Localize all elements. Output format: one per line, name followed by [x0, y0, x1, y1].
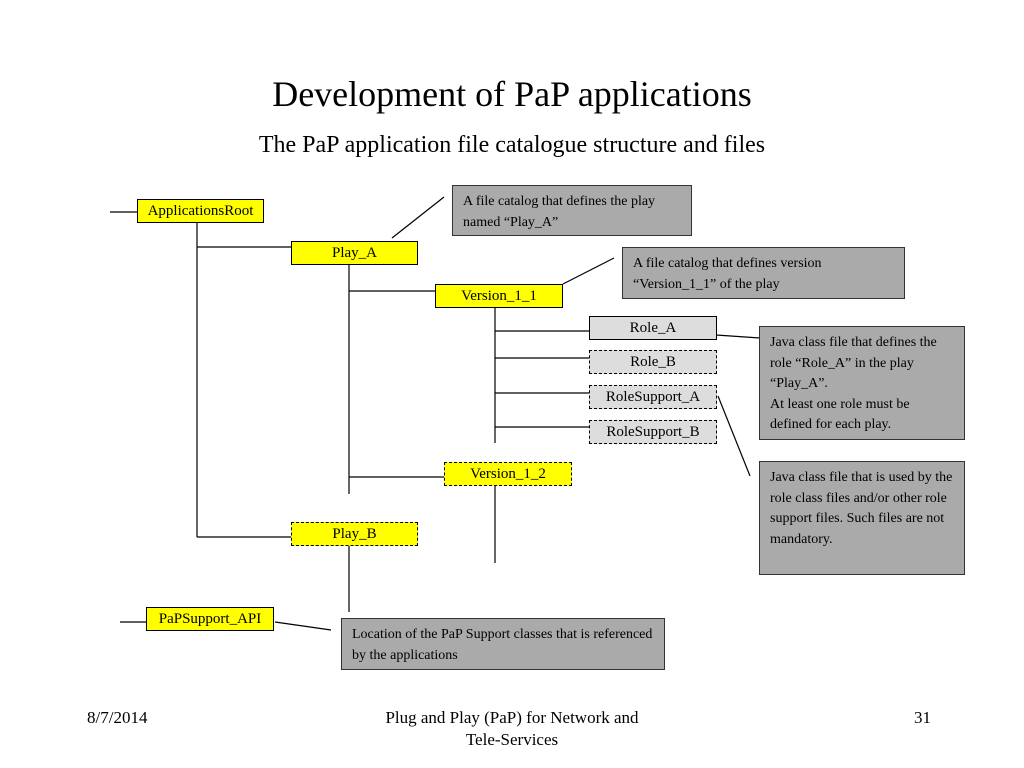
- note-role-support: Java class file that is used by the role…: [759, 461, 965, 575]
- node-version-1-2[interactable]: Version_1_2: [444, 462, 572, 486]
- note-role-class: Java class file that defines the role “R…: [759, 326, 965, 440]
- node-role-b[interactable]: Role_B: [589, 350, 717, 374]
- note-play-catalog: A file catalog that defines the play nam…: [452, 185, 692, 236]
- note-support-location-text: Location of the PaP Support classes that…: [352, 627, 653, 663]
- callout-version-1-1: [562, 257, 615, 285]
- slide-subtitle: The PaP application file catalogue struc…: [258, 132, 766, 158]
- callout-role-a: [715, 334, 761, 339]
- footer-center: Plug and Play (PaP) for Network and Tele…: [312, 707, 712, 751]
- node-applications-root[interactable]: ApplicationsRoot: [137, 199, 264, 223]
- note-version-catalog: A file catalog that defines version “Ver…: [622, 247, 905, 299]
- node-role-support-b[interactable]: RoleSupport_B: [589, 420, 717, 444]
- note-role-class-text: Java class file that defines the role “R…: [770, 335, 937, 391]
- callout-support-api: [274, 621, 332, 631]
- node-role-a[interactable]: Role_A: [589, 316, 717, 340]
- node-version-1-1[interactable]: Version_1_1: [435, 284, 563, 308]
- note-version-catalog-text: A file catalog that defines version “Ver…: [633, 256, 822, 292]
- callout-play-a: [391, 196, 445, 239]
- footer-center-line1: Plug and Play (PaP) for Network and: [385, 708, 639, 727]
- node-pap-support-api[interactable]: PaPSupport_API: [146, 607, 274, 631]
- footer-center-line2: Tele-Services: [465, 730, 559, 749]
- note-play-catalog-text: A file catalog that defines the play nam…: [463, 194, 656, 230]
- note-role-support-text: Java class file that is used by the role…: [770, 470, 953, 547]
- footer-date: 8/7/2014: [87, 708, 148, 727]
- node-play-a[interactable]: Play_A: [291, 241, 418, 265]
- slide-title: Development of PaP applications: [272, 74, 752, 114]
- footer-page-number: 31: [914, 708, 931, 727]
- callout-role-support: [717, 395, 751, 477]
- note-support-location: Location of the PaP Support classes that…: [341, 618, 665, 670]
- node-role-support-a[interactable]: RoleSupport_A: [589, 385, 717, 409]
- note-role-class-extra-text: At least one role must be defined for ea…: [770, 396, 910, 433]
- node-play-b[interactable]: Play_B: [291, 522, 418, 546]
